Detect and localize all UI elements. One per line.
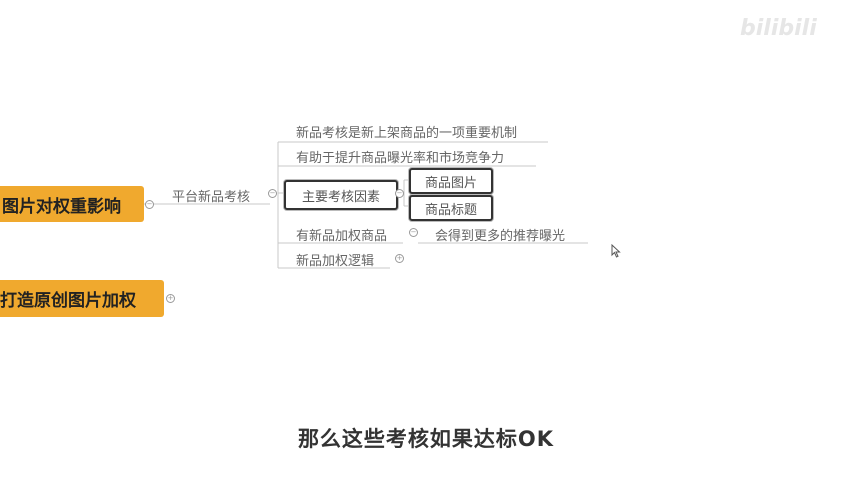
collapse-toggle-mid[interactable]: − (268, 189, 277, 198)
bilibili-watermark: bilibili (740, 16, 817, 41)
mouse-cursor-icon (611, 244, 621, 258)
collapse-toggle-factors[interactable]: − (395, 189, 404, 198)
factor-product-image-label: 商品图片 (424, 175, 477, 191)
expand-toggle-logic[interactable]: + (395, 254, 404, 263)
node-original-image-weighting[interactable]: 打造原创图片加权 (0, 280, 164, 317)
node-image-weight-impact-label: 图片对权重影响 (2, 196, 121, 217)
node-original-image-weighting-label: 打造原创图片加权 (0, 291, 136, 311)
branch-new-product-weighting-logic[interactable]: 新品加权逻辑 (296, 254, 375, 269)
collapse-toggle-weighting[interactable]: − (409, 228, 418, 237)
branch-improve-exposure[interactable]: 有助于提升商品曝光率和市场竞争力 (296, 151, 505, 166)
node-image-weight-impact[interactable]: 图片对权重影响 (0, 186, 144, 222)
video-subtitle: 那么这些考核如果达标OK (297, 427, 555, 451)
branch-main-review-factors[interactable]: 主要考核因素 (284, 180, 398, 210)
collapse-toggle-node1[interactable]: − (145, 200, 154, 209)
expand-toggle-node2[interactable]: + (166, 294, 175, 303)
branch-more-recommendation-exposure[interactable]: 会得到更多的推荐曝光 (435, 229, 566, 244)
factor-product-title-label: 商品标题 (424, 202, 477, 218)
branch-main-review-factors-label: 主要考核因素 (301, 189, 380, 205)
branch-new-product-mechanism[interactable]: 新品考核是新上架商品的一项重要机制 (296, 126, 518, 141)
factor-product-title[interactable]: 商品标题 (409, 195, 493, 221)
factor-product-image[interactable]: 商品图片 (409, 168, 493, 194)
branch-new-product-weighting[interactable]: 有新品加权商品 (296, 229, 388, 244)
platform-new-product-review-label[interactable]: 平台新品考核 (172, 190, 251, 205)
